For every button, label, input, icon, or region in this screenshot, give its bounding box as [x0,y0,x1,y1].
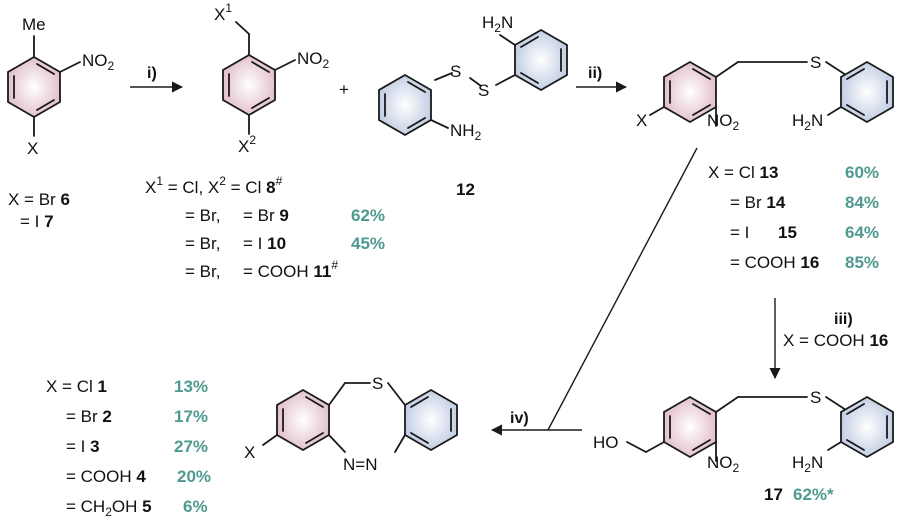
step-iv-label: iv) [510,410,529,427]
x2-label: X2 [238,133,256,156]
step-iii-label: iii) [834,311,853,328]
compound-dibenzothiadiazocine: S X N=N [244,374,458,474]
compound-thioether: S X NO2 H2N [636,53,894,133]
sulfur-label-1: S [450,62,461,81]
variant-row-8: X1 = Cl, X2 = Cl 8# [145,174,283,197]
yield-2: 17% [174,407,208,426]
nitro-label: NO2 [707,453,740,475]
substituent-x-label: X [636,111,647,130]
substituent-x-label: X [244,443,255,462]
start-variant-7: = I 7 [20,212,54,231]
sulfur-label-2: S [478,81,489,100]
variant-row-10: = Br,= I 10 [185,234,286,253]
variant-row-1: X = Cl 1 [46,377,107,396]
amine-label: H2N [792,453,823,475]
step-iii-condition: X = COOH 16 [783,331,888,350]
azo-label: N=N [343,455,377,474]
amine-label-top: H2N [482,13,513,35]
nitro-label: NO2 [82,51,115,73]
nitro-label: NO2 [297,49,330,71]
variant-row-13: X = Cl 13 [708,163,778,182]
yield-4: 20% [177,467,211,486]
compound-alcohol-17: S HO NO2 H2N 17 62%* [593,388,894,504]
yield-15: 64% [845,223,879,242]
variant-row-16: = COOH 16 [730,253,819,272]
sulfur-label: S [810,388,821,407]
arrow-step-iii: iii) X = COOH 16 [769,298,888,380]
yield-14: 84% [845,193,879,212]
variant-row-4: = COOH 4 [66,467,146,486]
azo-variants: X = Cl 1 13% = Br 2 17% = I 3 27% = COOH… [46,377,211,519]
variant-row-11: = Br,= COOH 11# [185,258,338,281]
variant-row-2: = Br 2 [66,407,112,426]
compound-disulfide-12: H2N S S NH2 12 [378,13,568,199]
yield-3: 27% [174,437,208,456]
sulfur-label: S [372,374,383,393]
x1-label: X1 [214,1,232,24]
yield-1: 13% [174,377,208,396]
amine-label-bottom: NH2 [450,121,482,143]
step-i-label: i) [147,65,157,82]
hydroxyl-label: HO [593,433,619,452]
halomethyl-variants: X1 = Cl, X2 = Cl 8# = Br,= Br 9 62% = Br… [145,174,385,281]
amine-label: H2N [792,111,823,133]
arrow-step-ii: ii) [576,65,628,93]
sulfur-label: S [810,53,821,72]
substituent-x-label: X [27,139,38,158]
methyl-label: Me [22,15,46,34]
compound-halomethyl: X1 NO2 X2 [214,1,330,156]
compound-number-17: 17 [764,485,783,504]
compound-start: Me NO2 X X = Br 6 = I 7 [7,15,115,231]
yield-9: 62% [351,206,385,225]
variant-row-3: = I 3 [66,437,100,456]
compound-number-12: 12 [456,180,475,199]
plus-sign: + [339,80,349,99]
variant-row-14: = Br 14 [730,193,786,212]
yield-10: 45% [351,234,385,253]
variant-row-9: = Br,= Br 9 [185,206,289,225]
nitro-label: NO2 [707,111,740,133]
yield-13: 60% [845,163,879,182]
arrow-step-iv: iv) [490,147,698,436]
variant-row-5: = CH2OH 5 [66,497,152,519]
step-ii-label: ii) [588,65,602,82]
arrow-step-i: i) [130,65,184,93]
yield-16: 85% [845,253,879,272]
yield-17: 62%* [793,485,834,504]
start-variant-6: X = Br 6 [8,190,70,209]
yield-5: 6% [183,497,208,516]
